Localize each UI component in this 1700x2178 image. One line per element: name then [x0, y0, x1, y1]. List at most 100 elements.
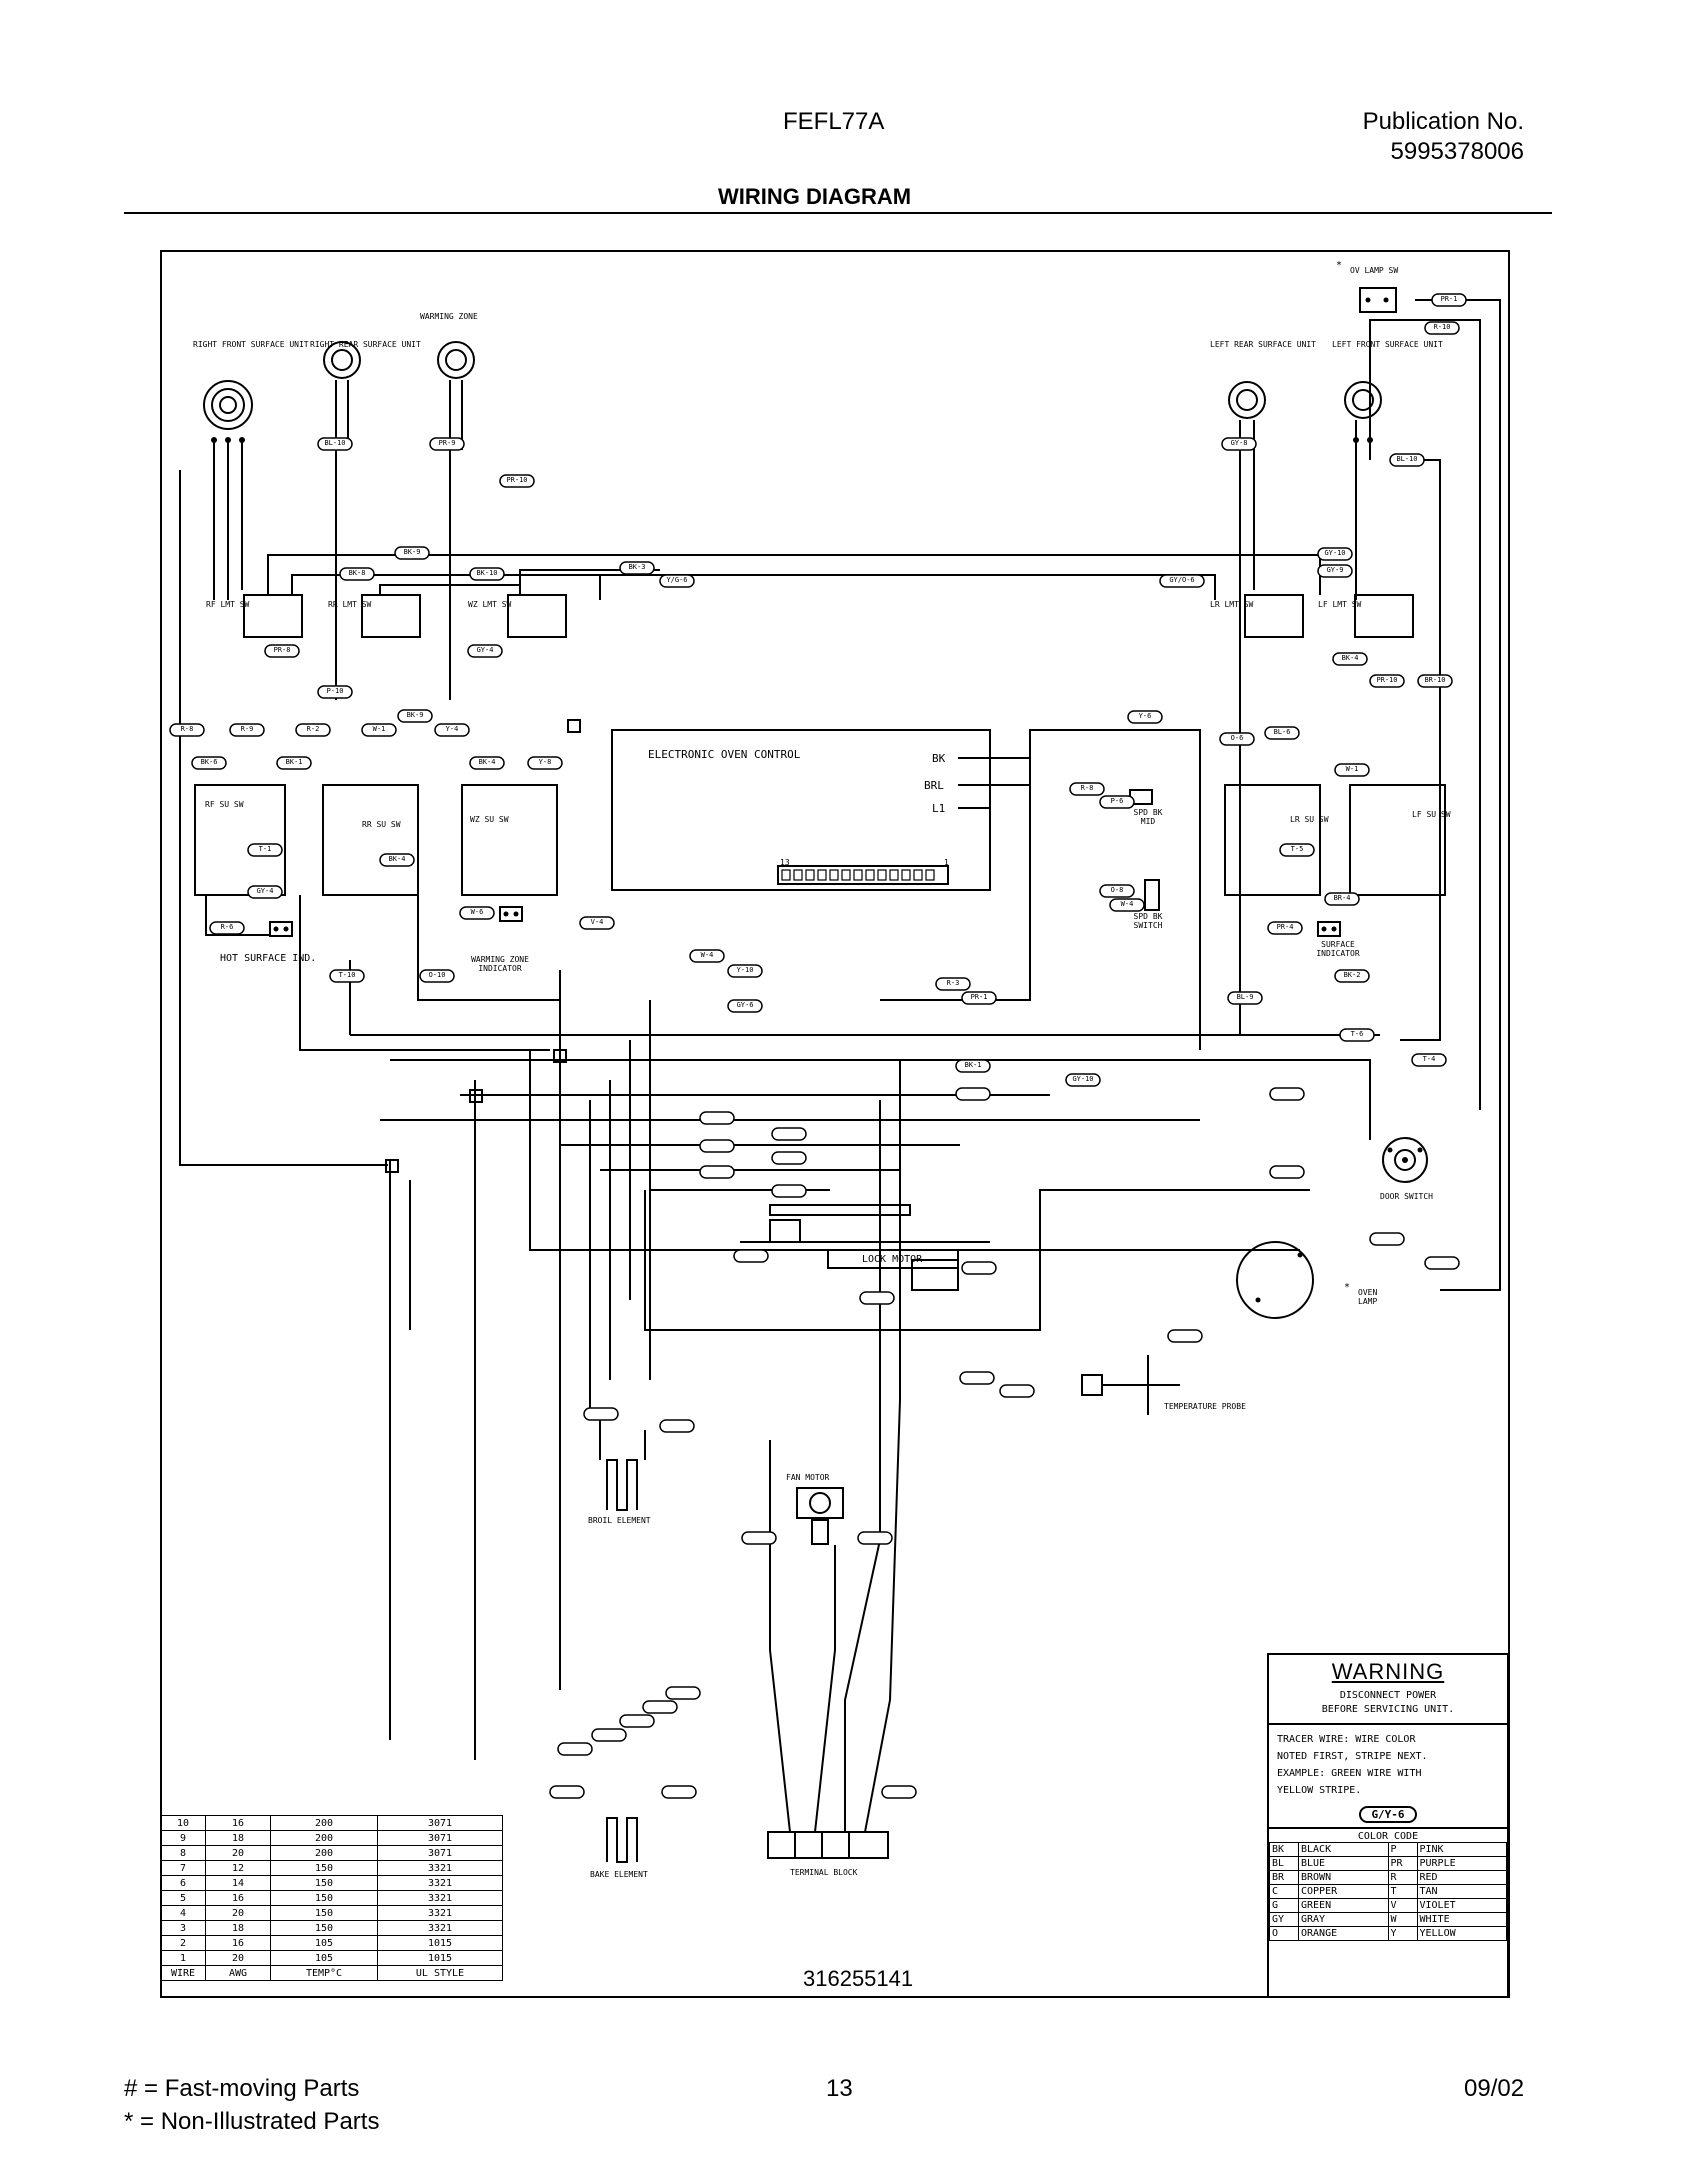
- wire-table-cell: 1015: [377, 1935, 503, 1951]
- legend-non-illustrated: * = Non-Illustrated Parts: [124, 2108, 380, 2135]
- document-number: 316255141: [803, 1966, 914, 1991]
- legend-fast-moving: # = Fast-moving Parts: [124, 2075, 360, 2102]
- color-code-title: COLOR CODE: [1269, 1827, 1507, 1842]
- warning-divider: [1269, 1723, 1507, 1725]
- temperature-probe-label: TEMPERATURE PROBE: [1164, 1402, 1246, 1411]
- wire-table-cell: 150: [270, 1890, 378, 1906]
- color-code-name: PURPLE: [1416, 1856, 1507, 1871]
- color-code-name: PINK: [1416, 1842, 1507, 1857]
- wire-table-cell: 150: [270, 1905, 378, 1921]
- eoc-label: ELECTRONIC OVEN CONTROL: [648, 748, 801, 761]
- header-divider: [124, 212, 1552, 214]
- wire-table-cell: 150: [270, 1875, 378, 1891]
- warning-line-1: DISCONNECT POWER: [1339, 1690, 1437, 1701]
- lf-coil-icon: [1344, 381, 1382, 419]
- wire-table-cell: 7: [160, 1860, 206, 1876]
- wire-table-cell: 5: [160, 1890, 206, 1906]
- wire-tag: PR-1: [970, 993, 988, 1001]
- color-code-name: ORANGE: [1298, 1926, 1389, 1941]
- color-code-name: COPPER: [1298, 1884, 1389, 1899]
- eoc-pin-13: 13: [780, 858, 790, 867]
- color-code-abbr: C: [1269, 1884, 1299, 1899]
- wire-tag: GY-10: [1324, 549, 1346, 557]
- lr-unit-label: LEFT REAR SURFACE UNIT: [1210, 340, 1316, 349]
- color-code-abbr: BK: [1269, 1842, 1299, 1857]
- color-code-name: BROWN: [1298, 1870, 1389, 1885]
- wire-tag: T-6: [1350, 1030, 1364, 1038]
- wire-tag: GY-9: [1326, 566, 1344, 574]
- spd-bk-switch-label: SPD BK SWITCH: [1133, 912, 1163, 930]
- wire-tag: GY-4: [476, 646, 494, 654]
- rr-coil-icon: [323, 341, 361, 379]
- wire-tag: R-10: [1433, 323, 1451, 331]
- rf-sw-label: RF SU SW: [205, 800, 244, 809]
- wire-table-cell: 2: [160, 1935, 206, 1951]
- wire-table-cell: 200: [270, 1830, 378, 1846]
- wire-table-cell: 150: [270, 1920, 378, 1936]
- wire-table-cell: 200: [270, 1815, 378, 1831]
- eoc-l1-label: L1: [932, 802, 946, 815]
- wire-tag: R-2: [306, 725, 320, 733]
- color-code-name: VIOLET: [1416, 1898, 1507, 1913]
- wire-table-cell: 3321: [377, 1920, 503, 1936]
- lock-motor-label: LOCK MOTOR: [862, 1254, 923, 1265]
- wire-tag: W-4: [700, 951, 714, 959]
- wire-tag: T-5: [1290, 845, 1304, 853]
- wire-tag: O-6: [1230, 734, 1244, 742]
- warming-zone-label: WARMING ZONE: [420, 312, 478, 321]
- wire-table-cell: 20: [205, 1950, 271, 1966]
- rr-sw-label: RR SU SW: [362, 820, 401, 829]
- lr-lmt-label: LR LMT SW: [1210, 600, 1254, 609]
- wire-tag: BR-4: [1333, 894, 1351, 902]
- wire-table-cell: 105: [270, 1950, 378, 1966]
- color-code-name: YELLOW: [1416, 1926, 1507, 1941]
- wire-tag: P-6: [1110, 797, 1124, 805]
- color-code-abbr: Y: [1387, 1926, 1418, 1941]
- wire-table-header-cell: UL STYLE: [377, 1965, 503, 1981]
- wire-table-cell: 20: [205, 1905, 271, 1921]
- wire-tag: V-4: [590, 918, 604, 926]
- warning-line-2: BEFORE SERVICING UNIT.: [1321, 1704, 1455, 1715]
- color-code-name: GRAY: [1298, 1912, 1389, 1927]
- wire-tag: BL-10: [324, 439, 346, 447]
- wire-tag: W-1: [372, 725, 386, 733]
- wire-tag: Y-10: [736, 966, 754, 974]
- wire-tag: BK-4: [388, 855, 406, 863]
- eoc-pin-1: 1: [944, 858, 949, 867]
- wire-table-header-cell: WIRE: [160, 1965, 206, 1981]
- wire-tag: BK-4: [478, 758, 496, 766]
- tracer-line-3: EXAMPLE: GREEN WIRE WITH: [1277, 1768, 1422, 1779]
- wire-table-cell: 3321: [377, 1905, 503, 1921]
- wire-tag: GY-10: [1072, 1075, 1094, 1083]
- diagram-frame: [160, 250, 1510, 1998]
- color-code-name: WHITE: [1416, 1912, 1507, 1927]
- rf-coil-icon: [203, 380, 253, 430]
- wire-tag: R-8: [180, 725, 194, 733]
- wire-table-cell: 12: [205, 1860, 271, 1876]
- wire-tag: Y/G-6: [666, 576, 688, 584]
- wire-tag: Y-8: [538, 758, 552, 766]
- tracer-line-1: TRACER WIRE: WIRE COLOR: [1277, 1734, 1416, 1745]
- wire-tag: BL-9: [1236, 993, 1254, 1001]
- ov-lamp-sw-star: *: [1336, 260, 1343, 271]
- wire-tag: T-4: [1422, 1055, 1436, 1063]
- broil-element-label: BROIL ELEMENT: [588, 1516, 651, 1525]
- oven-lamp-label: OVEN LAMP: [1358, 1288, 1378, 1306]
- wire-table-cell: 20: [205, 1845, 271, 1861]
- wire-tag: GY/O-6: [1169, 576, 1195, 584]
- color-code-name: BLUE: [1298, 1856, 1389, 1871]
- revision-date: 09/02: [1464, 2075, 1525, 2102]
- wire-tag: R-3: [946, 979, 960, 987]
- wire-tag: R-8: [1080, 784, 1094, 792]
- wire-table-cell: 16: [205, 1935, 271, 1951]
- wire-tag: PR-1: [1440, 295, 1458, 303]
- wire-table-cell: 3071: [377, 1815, 503, 1831]
- wire-tag: BK-3: [628, 563, 646, 571]
